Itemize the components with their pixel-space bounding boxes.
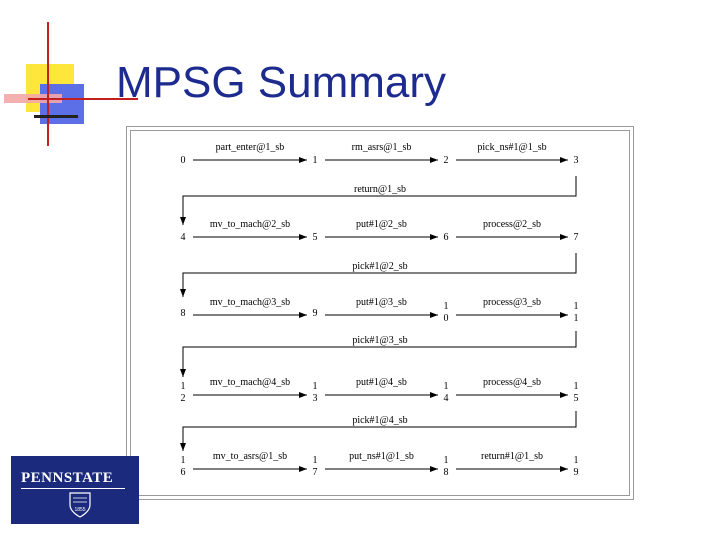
state-node-label: 1 [181, 455, 186, 466]
logo-wordmark: PENNSTATE [21, 470, 113, 487]
transition-label: rm_asrs@1_sb [352, 142, 412, 153]
transition-label: part_enter@1_sb [216, 142, 285, 153]
state-node-label: 6 [444, 232, 449, 243]
state-node-label: 8 [181, 308, 186, 319]
shield-icon: 1855 [69, 492, 91, 518]
return-label: pick#1@2_sb [352, 261, 407, 272]
logo-rule [21, 488, 125, 489]
pennstate-logo: PENNSTATE 1855 [11, 456, 139, 524]
state-node-label: 3 [574, 155, 579, 166]
state-node-label: 9 [574, 467, 579, 478]
transition-label: mv_to_asrs@1_sb [213, 451, 287, 462]
return-label: pick#1@4_sb [352, 415, 407, 426]
state-node-label: 6 [181, 467, 186, 478]
transition-label: mv_to_mach@3_sb [210, 297, 290, 308]
transition-label: pick_ns#1@1_sb [477, 142, 546, 153]
transition-label: mv_to_mach@2_sb [210, 219, 290, 230]
transition-label: process@2_sb [483, 219, 541, 230]
state-node-label: 4 [181, 232, 186, 243]
state-node-label: 7 [574, 232, 579, 243]
state-node-label: 1 [313, 455, 318, 466]
state-node-label: 1 [574, 313, 579, 324]
state-node-label: 0 [181, 155, 186, 166]
transition-label: put#1@3_sb [356, 297, 407, 308]
state-node-label: 1 [574, 381, 579, 392]
state-node-label: 5 [313, 232, 318, 243]
state-node-label: 1 [313, 155, 318, 166]
return-label: pick#1@3_sb [352, 335, 407, 346]
transition-label: mv_to_mach@4_sb [210, 377, 290, 388]
state-node-label: 1 [181, 381, 186, 392]
state-node-label: 2 [181, 393, 186, 404]
state-node-label: 7 [313, 467, 318, 478]
transition-label: process@3_sb [483, 297, 541, 308]
state-node-label: 4 [444, 393, 449, 404]
transition-label: return#1@1_sb [481, 451, 543, 462]
state-node-label: 8 [444, 467, 449, 478]
state-node-label: 9 [313, 308, 318, 319]
return-label: return@1_sb [354, 184, 406, 195]
state-node-label: 1 [444, 301, 449, 312]
state-node-label: 1 [574, 455, 579, 466]
state-node-label: 0 [444, 313, 449, 324]
transition-label: process@4_sb [483, 377, 541, 388]
state-node-label: 3 [313, 393, 318, 404]
transition-label: put#1@4_sb [356, 377, 407, 388]
state-node-label: 1 [444, 381, 449, 392]
logo-year: 1855 [74, 507, 85, 513]
state-node-label: 1 [313, 381, 318, 392]
transition-label: put_ns#1@1_sb [349, 451, 414, 462]
state-node-label: 1 [574, 301, 579, 312]
state-node-label: 5 [574, 393, 579, 404]
state-node-label: 2 [444, 155, 449, 166]
return-arrow [183, 253, 576, 297]
transition-label: put#1@2_sb [356, 219, 407, 230]
state-node-label: 1 [444, 455, 449, 466]
